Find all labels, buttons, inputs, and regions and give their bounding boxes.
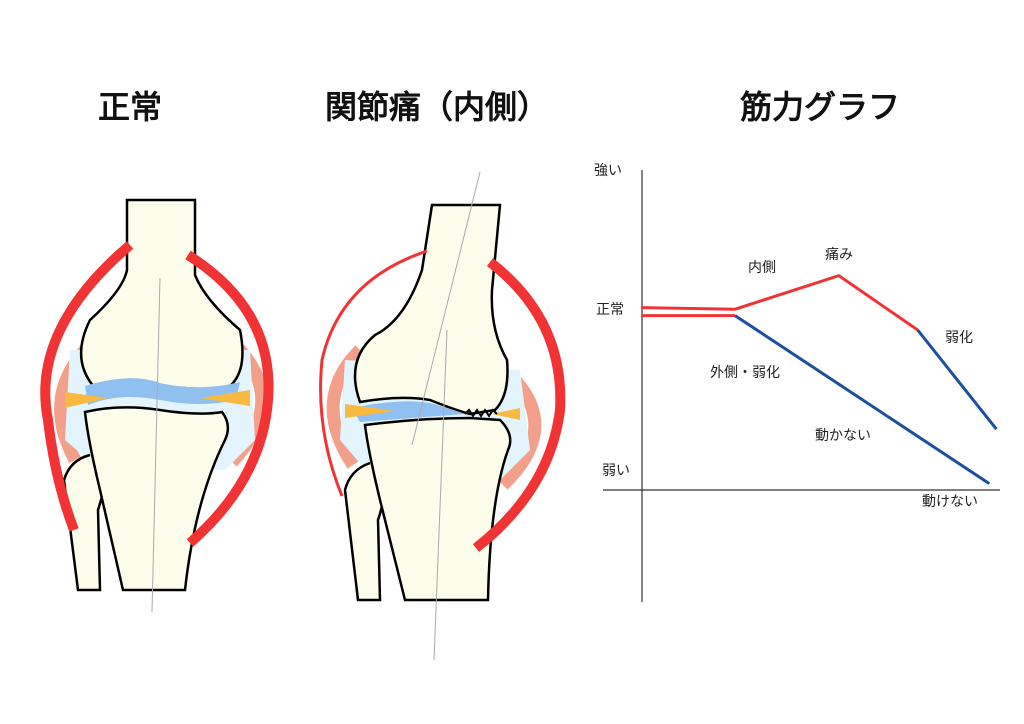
annotation-weakened: 弱化 — [945, 330, 973, 346]
y-label-strong: 強い — [594, 163, 622, 179]
painful-knee — [319, 171, 566, 661]
y-label-weak: 弱い — [602, 463, 630, 479]
cartilage — [352, 401, 465, 422]
annotation-pain: 痛み — [825, 246, 853, 263]
annotation-inner: 内側 — [748, 260, 776, 276]
axis-line — [151, 277, 161, 613]
meniscus-right — [200, 390, 250, 406]
cartilage — [85, 378, 240, 405]
bone-on-bone-contact — [464, 408, 498, 418]
tibia — [83, 406, 230, 592]
title-muscle-graph: 筋力グラフ — [739, 88, 901, 126]
title-normal: 正常 — [97, 88, 163, 126]
femur — [79, 198, 244, 391]
ligament-left — [40, 241, 134, 532]
meniscus-left — [345, 404, 395, 418]
annotation-not-moving: 動かない — [815, 428, 871, 444]
series-line-3 — [916, 329, 998, 431]
normal-knee — [40, 198, 274, 613]
ligament-right — [185, 250, 274, 547]
x-label-cannot-move: 動けない — [922, 494, 978, 510]
tibia — [363, 416, 512, 602]
femur — [353, 203, 509, 416]
meniscus-right — [492, 408, 520, 420]
y-label-normal: 正常 — [596, 302, 624, 318]
muscle-graph: 強い 正常 弱い 動けない 内側 痛み 弱化 外側・弱化 動かない — [594, 163, 1000, 602]
ligament-lateral — [472, 258, 566, 552]
axis-line-tibia — [433, 329, 448, 661]
meniscus-left — [65, 392, 108, 408]
series-line-0 — [641, 273, 919, 332]
title-joint-pain: 関節痛（内側） — [324, 88, 550, 126]
annotation-outer-weakened: 外側・弱化 — [710, 365, 780, 381]
ligament-medial-stretched — [319, 249, 428, 497]
axis-line-femur — [411, 171, 481, 446]
series-line-2 — [734, 314, 991, 485]
